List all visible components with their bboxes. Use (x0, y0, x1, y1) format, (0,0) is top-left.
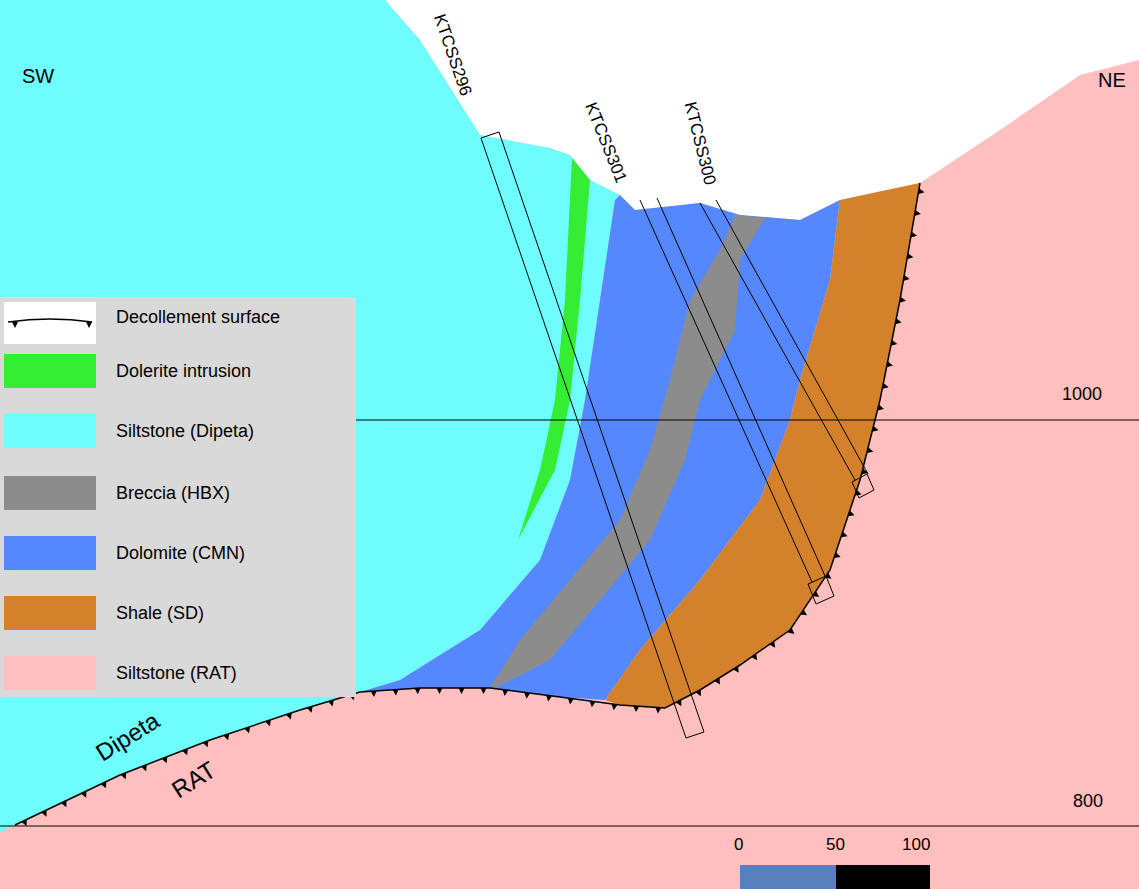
legend-swatch (4, 354, 96, 388)
section-label: 0 (734, 836, 743, 853)
section-label: NE (1098, 70, 1126, 90)
legend-swatch (4, 476, 96, 510)
legend-swatch (4, 596, 96, 630)
legend-text: Siltstone (Dipeta) (116, 422, 254, 440)
legend-swatch (4, 414, 96, 448)
legend-text: Dolerite intrusion (116, 362, 251, 380)
legend-text: Shale (SD) (116, 604, 204, 622)
legend-text: Breccia (HBX) (116, 484, 230, 502)
section-label: 800 (1073, 792, 1103, 810)
section-label: SW (22, 66, 54, 86)
section-label: 50 (826, 836, 845, 853)
section-label: 1000 (1062, 385, 1102, 403)
legend-text: Decollement surface (116, 308, 280, 326)
section-label: 100 (902, 836, 930, 853)
legend-text: Dolomite (CMN) (116, 544, 245, 562)
legend-swatch (4, 536, 96, 570)
legend-text: Siltstone (RAT) (116, 664, 237, 682)
legend-swatch (4, 656, 96, 690)
